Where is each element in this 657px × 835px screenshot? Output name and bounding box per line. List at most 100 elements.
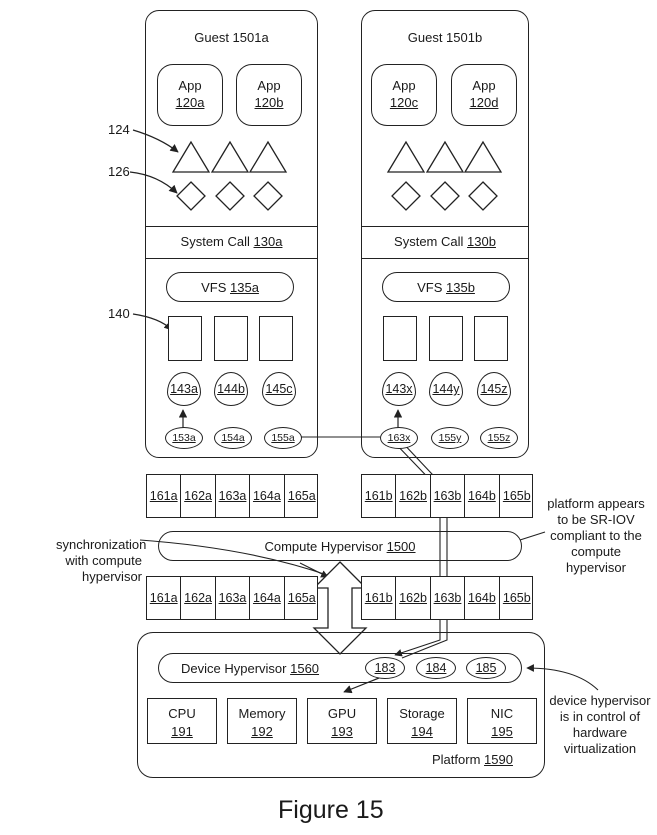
hw-cpu: CPU 191 [147,698,217,744]
link-163x-183-a [391,439,441,657]
ellipse-155y: 155y [431,427,469,449]
row-cell: 163a [216,475,251,517]
hw-number: 192 [251,724,273,739]
driver-143x: 143x [382,372,416,406]
row-cell: 162b [396,577,431,619]
device-hypervisor: Device Hypervisor 1560 [158,653,522,683]
driver-144b: 144b [214,372,248,406]
callout-140: 140 [108,306,130,321]
hw-number: 191 [171,724,193,739]
hw-label: NIC [490,706,514,721]
row-cell: 164a [250,577,285,619]
app-120b: App 120b [236,64,302,126]
row-cell: 163b [431,577,466,619]
sync-callout-arrow [299,562,329,578]
triangle-shape [248,140,288,173]
hw-gpu: GPU 193 [307,698,377,744]
ellipse-153a: 153a [165,427,203,449]
annotation-line: virtualization [563,741,637,756]
diamond-shape [215,181,245,211]
row-cell: 162b [396,475,431,517]
row-cell: 161b [362,475,397,517]
hw-label: Storage [399,706,445,721]
hw-number: 195 [491,724,513,739]
callout-126-arrow [129,171,178,194]
app-number: 120a [175,95,205,110]
guest-a-panel [145,10,318,458]
vfs-135a: VFS 135a [166,272,294,302]
platform-text: Platform [432,752,481,767]
annotation-line: platform appears [547,496,645,511]
row-cell: 161b [362,577,397,619]
app-label: App [392,78,416,93]
triangle-shape [386,140,426,173]
triangle-shape [171,140,211,173]
app-label: App [257,78,281,93]
vf-185: 185 [466,657,506,679]
annotation-line: hardware [572,725,628,740]
row-cell: 162a [181,577,216,619]
vfs-number: 135a [230,279,259,295]
annotation-line: compliant to the [550,528,642,543]
vfs-number: 135b [446,279,475,295]
compute-hypervisor: Compute Hypervisor 1500 [158,531,522,561]
annotation-line: hypervisor [566,560,626,575]
app-number: 120b [254,95,284,110]
ellipse-154a: 154a [214,427,252,449]
sriov-annotation: platform appears to be SR-IOV compliant … [540,496,652,576]
file-square [383,316,417,361]
guest-a-shapes [171,140,288,211]
driver-145c: 145c [262,372,296,406]
row-cell: 164b [465,475,500,517]
annotation-line: to be SR-IOV [557,512,635,527]
callout-124-arrow [132,129,179,153]
hw-number: 193 [331,724,353,739]
diamond-shape [468,181,498,211]
platform-label: Platform 1590 [432,752,513,767]
vf-184: 184 [416,657,456,679]
vfs-label: VFS [201,279,227,295]
row-cell: 164a [250,475,285,517]
driver-143a: 143a [167,372,201,406]
platform-number: 1590 [484,752,513,767]
device-hypervisor-number: 1560 [290,660,320,676]
file-square [168,316,202,361]
driver-145z: 145z [477,372,511,406]
compute-hypervisor-number: 1500 [386,538,416,554]
syscall-number: 130b [467,234,496,249]
callout-126: 126 [108,164,130,179]
guest-a-title: Guest 1501a [194,30,269,45]
vfs-label: VFS [417,279,443,295]
syscall-b: System Call 130b [361,234,529,249]
devhyp-callout [526,664,599,691]
callout-124: 124 [108,122,130,137]
guest-b-panel [361,10,529,458]
upper-right-row: 161b 162b 163b 164b 165b [361,474,533,518]
app-number: 120c [389,95,419,110]
row-cell: 165b [502,489,531,503]
app-120c: App 120c [371,64,437,126]
driver-144y: 144y [429,372,463,406]
file-square [429,316,463,361]
vf-183: 183 [365,657,405,679]
app-120a: App 120a [157,64,223,126]
double-arrow [312,561,368,655]
link-163x-183-b [399,439,448,659]
sync-annotation: synchronization with compute hypervisor [56,537,146,585]
annotation-line: compute [571,544,621,559]
row-cell: 162a [181,475,216,517]
platform-panel [137,632,545,778]
syscall-band-a [145,226,318,259]
app-number: 120d [469,95,499,110]
hw-nic: NIC 195 [467,698,537,744]
ellipse-163x: 163x [380,427,418,449]
row-cell: 165a [287,489,316,503]
lower-left-row: 161a 162a 163a 164a 165a [146,576,318,620]
syscall-label: System Call [394,234,464,249]
diamond-shape [176,181,206,211]
syscall-a: System Call 130a [145,234,318,249]
hw-label: CPU [168,706,196,721]
syscall-number: 130a [253,234,283,249]
devhyp-annotation: device hypervisor is in control of hardw… [544,693,656,757]
